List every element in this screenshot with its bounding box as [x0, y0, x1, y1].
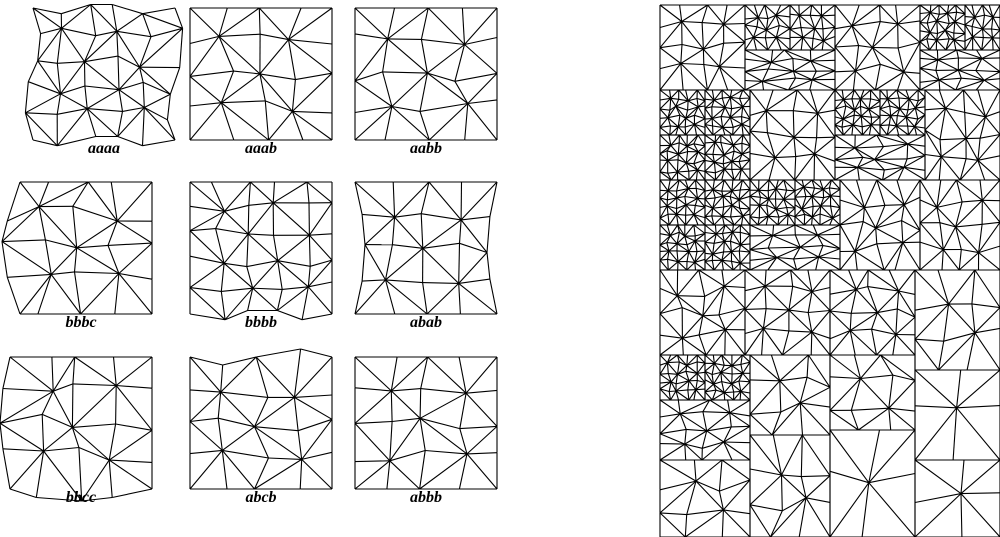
- mesh-tile-bbbc: bbbc: [10, 182, 152, 322]
- tile-label: abab: [355, 314, 497, 332]
- tile-label: aabb: [355, 140, 497, 158]
- adaptive-mesh-drawing: [655, 0, 1000, 537]
- mesh-tile-drawing: [355, 357, 497, 497]
- mesh-tile-drawing: [355, 8, 497, 148]
- tile-label: aaab: [190, 140, 332, 158]
- mesh-tile-abab: abab: [355, 182, 497, 322]
- mesh-tile-aabb: aabb: [355, 8, 497, 148]
- mesh-tile-drawing: [190, 8, 332, 148]
- mesh-tile-aaab: aaab: [190, 8, 332, 148]
- tile-label: abbb: [355, 489, 497, 507]
- tile-label: bbcc: [10, 489, 152, 507]
- mesh-tile-drawing: [355, 182, 497, 322]
- mesh-tile-drawing: [190, 357, 332, 497]
- mesh-tile-aaaa: aaaa: [33, 8, 175, 148]
- adaptive-mesh: [655, 0, 1000, 537]
- mesh-tile-bbcc: bbcc: [10, 357, 152, 497]
- mesh-tile-drawing: [33, 8, 175, 148]
- tile-label: bbbb: [190, 314, 332, 332]
- mesh-tile-drawing: [190, 182, 332, 322]
- mesh-tile-bbbb: bbbb: [190, 182, 332, 322]
- mesh-tile-drawing: [10, 357, 152, 497]
- mesh-tile-abcb: abcb: [190, 357, 332, 497]
- tile-label: abcb: [190, 489, 332, 507]
- mesh-tile-abbb: abbb: [355, 357, 497, 497]
- tile-label: aaaa: [33, 140, 175, 158]
- tile-label: bbbc: [10, 314, 152, 332]
- mesh-tile-drawing: [10, 182, 152, 322]
